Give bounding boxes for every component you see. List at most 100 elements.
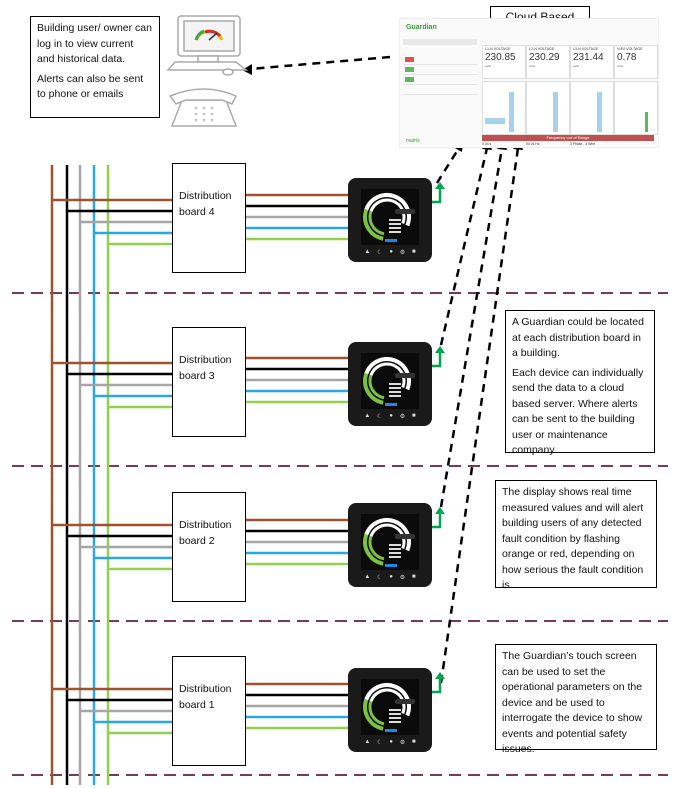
moon-icon[interactable]: ☾: [377, 413, 383, 420]
guardian-location-text: A Guardian could be located at each dist…: [512, 316, 644, 359]
computer-icon: [166, 15, 249, 76]
distribution-board-4: Distribution board 4: [172, 163, 246, 273]
frequency-alert-bar: Frequency out of Range: [482, 135, 654, 141]
display-alert-text: The display shows real time measured val…: [502, 486, 644, 591]
card-unit: volts: [573, 64, 580, 68]
voltage-card-l1: L1-N VOLTAGE 230.85 volts: [482, 45, 526, 79]
card-value: 0.78: [617, 52, 637, 63]
distribution-board-2: Distribution board 2: [172, 492, 246, 602]
riser-cables: [50, 165, 110, 785]
portal-device-list-header: [403, 39, 477, 45]
device-screen[interactable]: [361, 189, 419, 245]
moon-icon[interactable]: ☾: [377, 739, 383, 746]
card-value: 231.44: [573, 52, 604, 63]
data-link-board-1: [439, 147, 520, 684]
card-label: L2-N VOLTAGE: [529, 47, 555, 51]
data-link-portal-to-user: [249, 55, 391, 71]
gear-icon[interactable]: ⚙: [399, 739, 406, 746]
gauge-icon: [363, 357, 415, 406]
gauge-icon: [363, 518, 415, 567]
home-icon[interactable]: ▲: [364, 249, 371, 255]
touchscreen-info-box: The Guardian’s touch screen can be used …: [495, 644, 657, 755]
voltage-card-l3: L3-N VOLTAGE 231.44 volts: [570, 45, 614, 79]
footer-value: 0.04 s: [482, 142, 492, 146]
display-info-box: The display shows real time measured val…: [495, 480, 657, 591]
gauge-icon: [363, 193, 415, 242]
gear-icon[interactable]: ⚙: [399, 413, 406, 420]
portal-brand-footer: matrix: [406, 138, 420, 144]
list-item[interactable]: [403, 85, 477, 95]
cloud-server-text: Each device can individually send the da…: [512, 366, 644, 457]
list-item[interactable]: [403, 55, 477, 65]
data-link-board-4: [435, 147, 461, 184]
floor-separators: [12, 292, 668, 776]
data-links: [249, 55, 520, 684]
card-value: 230.85: [485, 52, 516, 63]
phone-icon: [168, 88, 238, 127]
gear-icon[interactable]: ⚙: [399, 574, 406, 581]
lock-icon[interactable]: ■: [411, 739, 416, 745]
home-icon[interactable]: ▲: [364, 413, 371, 419]
lock-icon[interactable]: ■: [411, 574, 416, 580]
mini-chart: [570, 81, 614, 135]
device-buttons[interactable]: ▲ ☾ ● ⚙ ■: [361, 737, 419, 747]
device-screen[interactable]: [361, 514, 419, 570]
guardian-info-box: A Guardian could be located at each dist…: [505, 310, 655, 456]
voltage-card-neutral: N-E0 VOLTAGE 0.78 volts: [614, 45, 658, 79]
moon-icon[interactable]: ☾: [377, 249, 383, 256]
data-link-board-2: [439, 147, 504, 508]
login-info-text: Building user/ owner can log in to view …: [37, 22, 152, 65]
device-buttons[interactable]: ▲ ☾ ● ⚙ ■: [361, 411, 419, 421]
mini-chart: [482, 81, 526, 135]
guardian-device[interactable]: ▲ ☾ ● ⚙ ■: [348, 342, 432, 426]
cloud-portal-screenshot: Guardian L1-N VOLTAGE 230.85 volts L2-N …: [399, 18, 659, 148]
list-item[interactable]: [403, 65, 477, 75]
device-screen[interactable]: [361, 679, 419, 735]
moon-icon[interactable]: ☾: [377, 574, 383, 581]
device-buttons[interactable]: ▲ ☾ ● ⚙ ■: [361, 247, 419, 257]
alerts-info-text: Alerts can also be sent to phone or emai…: [37, 72, 144, 101]
card-unit: volts: [529, 64, 536, 68]
device-buttons[interactable]: ▲ ☾ ● ⚙ ■: [361, 572, 419, 582]
data-output-arrow: [432, 182, 445, 204]
lock-icon[interactable]: ■: [411, 249, 416, 255]
guardian-device[interactable]: ▲ ☾ ● ⚙ ■: [348, 178, 432, 262]
data-link-board-3: [439, 147, 489, 346]
lock-icon[interactable]: ■: [411, 413, 416, 419]
data-output-arrow: [432, 346, 445, 368]
card-value: 230.29: [529, 52, 560, 63]
distribution-board-3: Distribution board 3: [172, 327, 246, 437]
footer-value: 50.01 Hz: [526, 142, 540, 146]
distribution-board-1: Distribution board 1: [172, 656, 246, 766]
info-icon[interactable]: ●: [389, 574, 393, 580]
gear-icon[interactable]: ⚙: [399, 249, 406, 256]
footer-value: 3 Phase - 4 Wire: [570, 142, 596, 146]
card-unit: volts: [485, 64, 492, 68]
device-screen[interactable]: [361, 353, 419, 409]
guardian-device[interactable]: ▲ ☾ ● ⚙ ■: [348, 668, 432, 752]
data-output-arrow: [432, 507, 445, 529]
data-output-arrow: [432, 672, 445, 694]
card-label: L1-N VOLTAGE: [485, 47, 511, 51]
card-label: L3-N VOLTAGE: [573, 47, 599, 51]
card-unit: volts: [617, 64, 624, 68]
login-info-box: Building user/ owner can log in to view …: [30, 16, 160, 118]
info-icon[interactable]: ●: [389, 413, 393, 419]
mini-chart: [614, 81, 658, 135]
card-label: N-E0 VOLTAGE: [617, 47, 643, 51]
mini-chart: [526, 81, 570, 135]
list-item[interactable]: [403, 75, 477, 85]
touchscreen-text: The Guardian’s touch screen can be used …: [502, 650, 643, 755]
portal-device-list: [403, 55, 477, 95]
board-feeds: [52, 193, 348, 735]
home-icon[interactable]: ▲: [364, 574, 371, 580]
info-icon[interactable]: ●: [389, 249, 393, 255]
gauge-icon: [363, 683, 415, 732]
voltage-card-l2: L2-N VOLTAGE 230.29 volts: [526, 45, 570, 79]
arrowhead: [242, 64, 252, 75]
guardian-device[interactable]: ▲ ☾ ● ⚙ ■: [348, 503, 432, 587]
info-icon[interactable]: ●: [389, 739, 393, 745]
home-icon[interactable]: ▲: [364, 739, 371, 745]
portal-logo: Guardian: [406, 24, 437, 31]
